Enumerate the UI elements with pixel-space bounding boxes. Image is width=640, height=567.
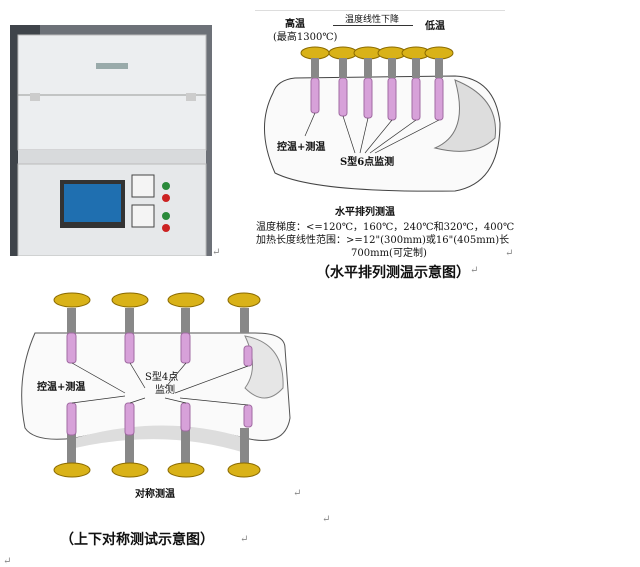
sensor-label: S型6点监测 bbox=[340, 157, 395, 168]
paragraph-mark: ↵ bbox=[505, 248, 514, 259]
paragraph-mark: ↵ bbox=[470, 265, 479, 276]
furnace-illustration bbox=[10, 25, 212, 256]
control-label: 控温+测温 bbox=[37, 382, 86, 393]
max-temp-label: (最高1300℃) bbox=[273, 32, 338, 43]
vertical-tube-illustration bbox=[21, 292, 291, 478]
paragraph-mark: ↵ bbox=[212, 247, 221, 258]
sensor-label-1: S型4点 bbox=[145, 372, 179, 383]
gradient-line: 温度梯度：<=120℃，160℃，240℃和320℃，400℃ bbox=[256, 222, 515, 233]
vertical-diagram: 控温+测温 S型4点 监测 对称测温 bbox=[15, 288, 295, 503]
paragraph-mark: ↵ bbox=[322, 514, 331, 525]
high-temp-label: 高温 bbox=[285, 19, 305, 30]
vertical-title: 对称测温 bbox=[135, 489, 175, 500]
horizontal-tube-illustration bbox=[264, 46, 501, 192]
horizontal-title: 水平排列测温 bbox=[335, 207, 395, 218]
control-label: 控温+测温 bbox=[277, 142, 326, 153]
paragraph-mark: ↵ bbox=[3, 556, 12, 567]
length-line-2: 700mm(可定制) bbox=[351, 248, 427, 259]
horizontal-diagram: 高温 (最高1300℃) 温度线性下降 低温 控温+测温 S型6点监测 bbox=[255, 8, 515, 208]
paragraph-mark: ↵ bbox=[240, 534, 249, 545]
furnace-photo bbox=[10, 25, 212, 256]
horizontal-caption: （水平排列测温示意图） bbox=[316, 265, 470, 281]
sensor-label-2: 监测 bbox=[155, 385, 175, 396]
low-temp-label: 低温 bbox=[425, 21, 445, 32]
paragraph-mark: ↵ bbox=[293, 488, 302, 499]
gradient-arrow-label: 温度线性下降 bbox=[345, 15, 400, 25]
length-line-1: 加热长度线性范围：>=12"(300mm)或16"(405mm)长 bbox=[256, 235, 510, 246]
vertical-caption: （上下对称测试示意图） bbox=[60, 532, 214, 548]
